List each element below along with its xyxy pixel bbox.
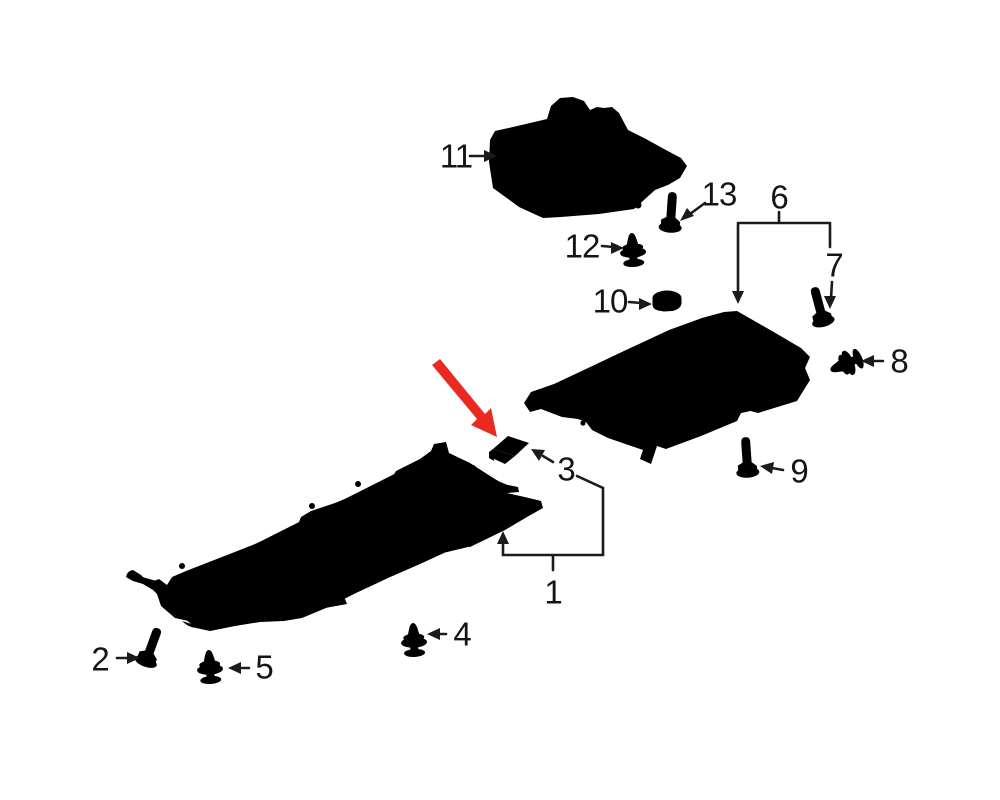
callout-12: 12 — [564, 227, 601, 265]
highlight-arrow — [432, 359, 497, 437]
nut-10 — [652, 290, 682, 312]
bolt-2 — [133, 624, 169, 671]
part-11-front-under-shield — [489, 97, 687, 218]
callout-13: 13 — [701, 175, 738, 213]
callout-leaders — [115, 150, 885, 674]
callout-5: 5 — [255, 648, 273, 686]
clip-12 — [618, 232, 648, 268]
bolt-13 — [658, 191, 685, 234]
callout-4: 4 — [453, 615, 471, 653]
bolt-9 — [733, 436, 760, 479]
clip-5 — [195, 649, 225, 685]
callout-11: 11 — [439, 137, 473, 175]
callout-1: 1 — [544, 573, 562, 611]
callout-3: 3 — [557, 450, 575, 488]
callout-2: 2 — [91, 640, 109, 678]
vent-slots — [521, 162, 610, 209]
part-1-under-cover-left — [126, 442, 543, 631]
callout-7: 7 — [825, 246, 843, 284]
callout-9: 9 — [790, 452, 808, 490]
clip-4 — [400, 622, 428, 658]
part-6-under-cover-right — [524, 311, 810, 464]
callout-8: 8 — [890, 342, 908, 380]
callout-6: 6 — [770, 178, 788, 216]
part-3-square-nut-clip — [489, 436, 529, 464]
clip-8 — [825, 345, 867, 383]
callout-10: 10 — [592, 282, 629, 320]
